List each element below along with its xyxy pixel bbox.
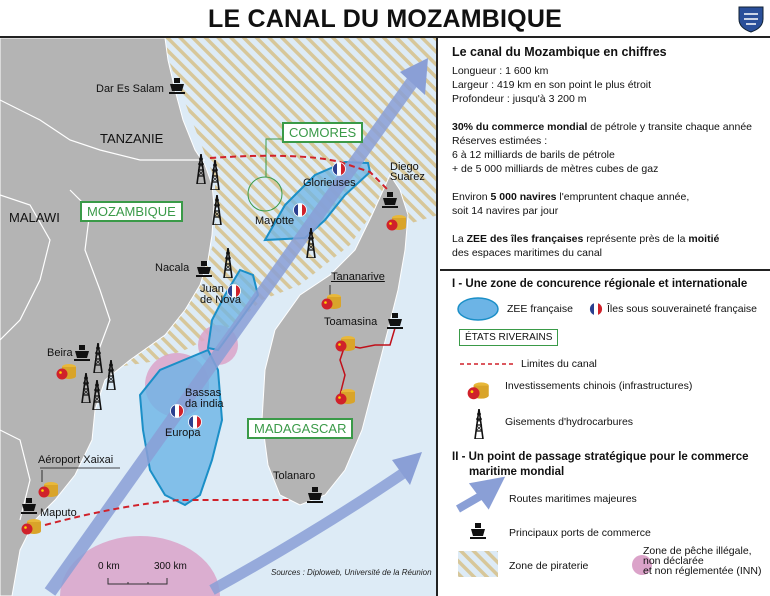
diego-line-1: Diego: [390, 161, 419, 173]
figure-reserves: Réserves estimées :: [452, 135, 548, 147]
info-panel: Le canal du Mozambique en chiffres Longu…: [440, 38, 770, 596]
legend-section-2: II - Un point de passage stratégique pou…: [452, 450, 749, 480]
place-tolanaro: Tolanaro: [273, 470, 316, 482]
legend-iles: Îles sous souveraineté française: [607, 303, 757, 315]
route-arrow-east-head: [392, 452, 422, 485]
diego-line-2: Suarez: [390, 171, 425, 183]
country-mozambique: MOZAMBIQUE: [80, 201, 183, 222]
legend-chinese-investment-icon: [467, 382, 489, 400]
scale-end-label: 300 km: [154, 561, 187, 572]
bassas-line-2: da india: [185, 398, 224, 410]
section2-line1: II - Un point de passage stratégique pou…: [452, 451, 749, 463]
route-arrow-east: [209, 465, 412, 595]
sources-note: Sources : Diploweb, Université de la Réu…: [271, 568, 432, 577]
zee-pre: La: [452, 233, 467, 245]
figures-heading: Le canal du Mozambique en chiffres: [452, 45, 667, 59]
place-toamasina: Toamasina: [324, 316, 378, 328]
legend-french-flag-icon: [589, 302, 603, 316]
commerce-bold: 30% du commerce mondial: [452, 121, 588, 133]
juan-line-1: Juan: [200, 283, 224, 295]
comores-islands-circle: [247, 176, 283, 212]
place-nacala: Nacala: [155, 262, 190, 274]
place-glorieuses: Glorieuses: [303, 177, 356, 189]
figure-commerce: 30% du commerce mondial de pétrole y tra…: [452, 121, 752, 135]
figure-largeur: Largeur : 419 km en son point le plus ét…: [452, 79, 652, 91]
legend-route-arrow-icon: [456, 476, 506, 513]
legend-zee: ZEE française: [507, 303, 573, 315]
legend-routes: Routes maritimes majeures: [509, 493, 637, 505]
navires-pre: Environ: [452, 191, 491, 203]
figure-navires-jour: soit 14 navires par jour: [452, 205, 559, 217]
comores-leader-line: [265, 138, 282, 177]
zee-bold2: moitié: [688, 233, 720, 245]
legend-port-ship-icon: [470, 523, 486, 539]
legend-etats-riverains: ÉTATS RIVERAINS: [459, 329, 559, 346]
place-maputo: Maputo: [40, 507, 77, 519]
route-arrow-main-head: [400, 58, 428, 95]
leader-lines: [40, 285, 331, 482]
route-arrow-main: [44, 74, 421, 596]
navires-bold: 5 000 navires: [490, 191, 557, 203]
figure-petrole: 6 à 12 milliards de barils de pétrole: [452, 149, 615, 161]
legend-oil-rig-icon: [474, 409, 484, 439]
figure-longueur: Longueur : 1 600 km: [452, 65, 549, 77]
place-beira: Beira: [47, 347, 73, 359]
scale-bar: [107, 578, 168, 585]
country-madagascar: MADAGASCAR: [247, 418, 354, 439]
country-tanzanie: TANZANIE: [100, 131, 164, 146]
navires-rest: l'empruntent chaque année,: [556, 191, 690, 203]
place-mayotte: Mayotte: [255, 215, 295, 227]
inn-line-1: Zone de pêche illégale,: [643, 545, 752, 557]
legend-section-1: I - Une zone de concurence régionale et …: [452, 278, 748, 290]
canal-limit-south: [44, 499, 290, 526]
legend-symbols: [456, 297, 652, 577]
legend-ports: Principaux ports de commerce: [509, 527, 651, 539]
figure-zee: La ZEE des îles françaises représente pr…: [452, 233, 719, 247]
legend-piraterie: Zone de piraterie: [509, 560, 589, 572]
inn-line-2: non déclarée: [643, 555, 704, 567]
legend-invest: Investissements chinois (infrastructures…: [505, 380, 693, 392]
logo-crest-icon: [738, 6, 764, 33]
canal-limit-north: [209, 154, 389, 191]
zee-bold: ZEE des îles françaises: [466, 233, 584, 245]
place-tananarive: Tananarive: [331, 271, 385, 283]
legend-limites: Limites du canal: [521, 358, 597, 370]
map-area: Dar Es Salam TANZANIE COMORES MALAWI MOZ…: [0, 38, 438, 596]
legend-piracy-swatch: [458, 551, 498, 577]
zee-mid: représente près de la: [583, 233, 689, 245]
figure-profondeur: Profondeur : jusqu'à 3 200 m: [452, 93, 587, 105]
legend-inn-swatch: [632, 555, 652, 575]
scale-start-label: 0 km: [98, 561, 120, 572]
legend-gisements: Gisements d'hydrocarbures: [505, 416, 634, 428]
panel-divider: [440, 269, 770, 271]
juan-line-2: de Nova: [200, 294, 241, 306]
bassas-line-1: Bassas: [185, 387, 222, 399]
place-europa: Europa: [165, 427, 201, 439]
section2-line2: maritime mondial: [469, 466, 565, 478]
figure-gaz: + de 5 000 milliards de mètres cubes de …: [452, 163, 659, 175]
country-malawi: MALAWI: [9, 210, 60, 225]
country-borders: [0, 99, 205, 521]
commerce-rest: de pétrole y transite chaque année: [587, 121, 753, 133]
legend-zee-swatch: [457, 297, 499, 321]
place-dar-es-salam: Dar Es Salam: [96, 83, 164, 95]
figure-navires: Environ 5 000 navires l'empruntent chaqu…: [452, 191, 689, 205]
place-aeroport-xaixai: Aéroport Xaixai: [38, 454, 114, 466]
inn-line-3: et non réglementée (INN): [643, 565, 762, 577]
country-comores: COMORES: [282, 122, 364, 143]
map-title: LE CANAL DU MOZAMBIQUE: [0, 0, 770, 38]
figure-zee-line2: des espaces maritimes du canal: [452, 247, 602, 259]
